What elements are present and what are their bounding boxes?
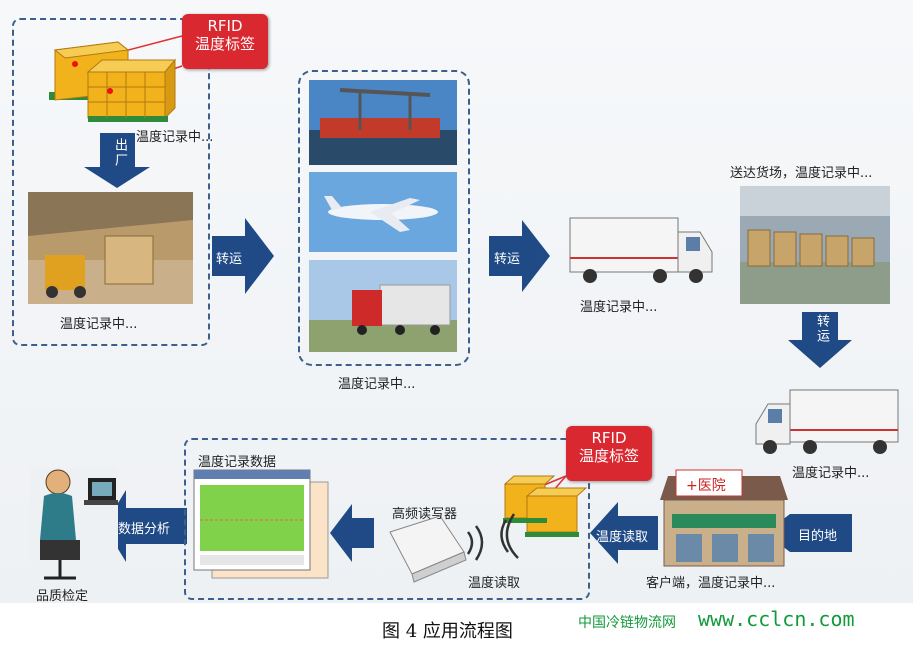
out-arrow — [84, 133, 150, 188]
reader-arrow — [330, 504, 374, 562]
label-arrive-warehouse: 送达货场，温度记录中... — [730, 166, 873, 181]
delivery-truck-icon-2 — [755, 389, 899, 454]
rfid-boxes-icon — [503, 475, 588, 537]
transfer-arrow-1 — [212, 218, 274, 294]
destination-arrow — [765, 514, 852, 552]
label-recording-truck-2: 温度记录中... — [792, 466, 870, 481]
airplane-photo — [309, 172, 457, 252]
delivery-truck-icon-1 — [569, 217, 713, 283]
label-recording-transport: 温度记录中... — [338, 377, 416, 392]
rfid-tag-line2: 温度标签 — [194, 35, 255, 53]
label-reader: 高频读写器 — [392, 507, 458, 522]
data-group-frame — [184, 438, 590, 600]
hospital-sign: +医院 — [686, 478, 726, 494]
hospital-building-icon — [660, 469, 788, 567]
temperature-data-screenshot — [193, 469, 329, 579]
label-recording-factory-boxes: 温度记录中... — [136, 130, 214, 145]
watermark-site-name: 中国冷链物流网 — [578, 615, 676, 631]
temp-read-arrow-label: 温度读取 — [596, 530, 649, 545]
rfid-tag-label-bottom: RFID 温度标签 — [566, 426, 652, 481]
label-recording-factory: 温度记录中... — [60, 317, 138, 332]
truck-photo — [309, 260, 457, 352]
inspector-person-icon — [30, 468, 118, 580]
data-analysis-arrow — [104, 490, 187, 562]
rfid-tag-line1: RFID — [207, 17, 243, 35]
destination-arrow-label: 目的地 — [798, 529, 838, 544]
data-analysis-arrow-label: 数据分析 — [118, 522, 171, 537]
rfid-tag-line1: RFID — [591, 429, 627, 447]
rfid-reader-icon — [389, 513, 519, 583]
figure-caption: 图 4 应用流程图 — [382, 621, 513, 642]
transport-group-frame — [298, 70, 470, 366]
transfer-arrow-label-2: 转运 — [494, 252, 521, 267]
ship-port-photo — [309, 80, 457, 165]
label-quality-check: 品质检定 — [36, 589, 89, 604]
transfer-arrow-3 — [788, 312, 852, 368]
label-temp-data: 温度记录数据 — [198, 455, 277, 470]
rfid-tag-label-top: RFID 温度标签 — [182, 14, 268, 69]
temp-read-arrow — [590, 502, 658, 564]
pallet-boxes-icon — [49, 41, 177, 122]
transfer-arrow-label-3: 转运 — [814, 314, 829, 344]
transfer-arrow-2 — [489, 220, 550, 292]
factory-warehouse-photo — [28, 192, 193, 304]
label-client: 客户端，温度记录中... — [646, 576, 776, 591]
label-temp-read: 温度读取 — [468, 576, 521, 591]
distribution-warehouse-photo — [740, 186, 890, 304]
label-recording-truck: 温度记录中... — [580, 300, 658, 315]
rfid-tag-line2: 温度标签 — [578, 447, 639, 465]
watermark-url: www.cclcn.com — [698, 607, 855, 631]
out-arrow-label: 出厂 — [112, 138, 127, 168]
factory-group-frame — [12, 18, 210, 346]
transfer-arrow-label-1: 转运 — [216, 252, 243, 267]
